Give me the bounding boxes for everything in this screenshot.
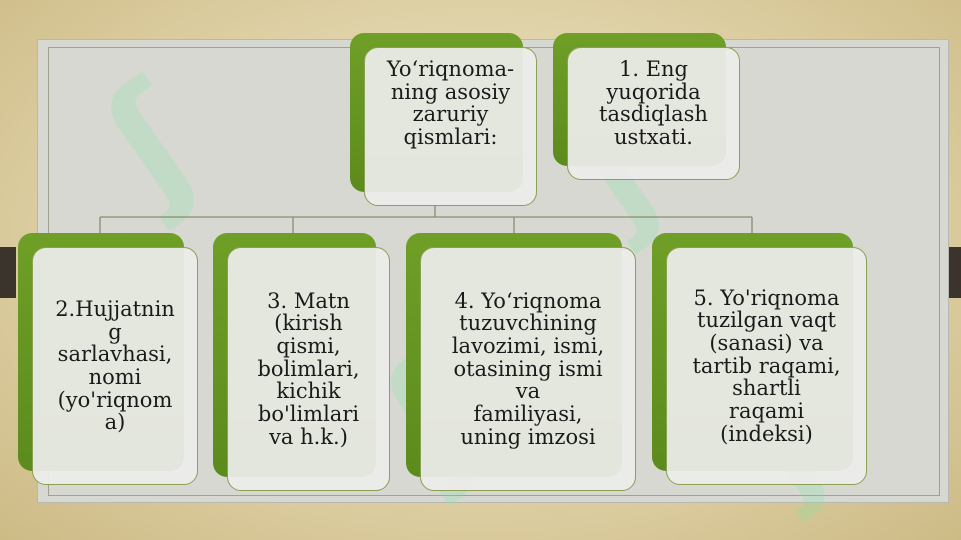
child-node-4: 5. Yo'riqnoma tuzilgan vaqt (sanasi) va … — [652, 233, 867, 485]
left-side-tab — [0, 247, 16, 298]
root-node: Yo‘riqnoma- ning asosiy zaruriy qismlari… — [350, 33, 537, 206]
child-node-1: 2.Hujjatnin g sarlavhasi, nomi (yo'riqno… — [18, 233, 198, 485]
child-node-2-text: 3. Matn (kirish qismi, bolimlari, kichik… — [257, 288, 360, 449]
child-node-1-card: 2.Hujjatnin g sarlavhasi, nomi (yo'riqno… — [32, 247, 198, 485]
child-node-3-card: 4. Yo‘riqnoma tuzuvchining lavozimi, ism… — [420, 247, 636, 491]
side-note-node: 1. Eng yuqorida tasdiqlash ustxati. — [553, 33, 740, 180]
child-node-4-text: 5. Yo'riqnoma tuzilgan vaqt (sanasi) va … — [692, 285, 841, 446]
root-node-text: Yo‘riqnoma- ning asosiy zaruriy qismlari… — [386, 57, 515, 150]
child-node-2-card: 3. Matn (kirish qismi, bolimlari, kichik… — [227, 247, 390, 491]
side-note-text: 1. Eng yuqorida tasdiqlash ustxati. — [599, 57, 708, 150]
child-node-2: 3. Matn (kirish qismi, bolimlari, kichik… — [213, 233, 390, 491]
child-node-3-text: 4. Yo‘riqnoma tuzuvchining lavozimi, ism… — [451, 288, 605, 449]
side-note-card: 1. Eng yuqorida tasdiqlash ustxati. — [567, 47, 740, 180]
root-node-card: Yo‘riqnoma- ning asosiy zaruriy qismlari… — [364, 47, 537, 206]
child-node-1-text: 2.Hujjatnin g sarlavhasi, nomi (yo'riqno… — [55, 296, 175, 435]
child-node-3: 4. Yo‘riqnoma tuzuvchining lavozimi, ism… — [406, 233, 636, 491]
child-node-4-card: 5. Yo'riqnoma tuzilgan vaqt (sanasi) va … — [666, 247, 867, 485]
